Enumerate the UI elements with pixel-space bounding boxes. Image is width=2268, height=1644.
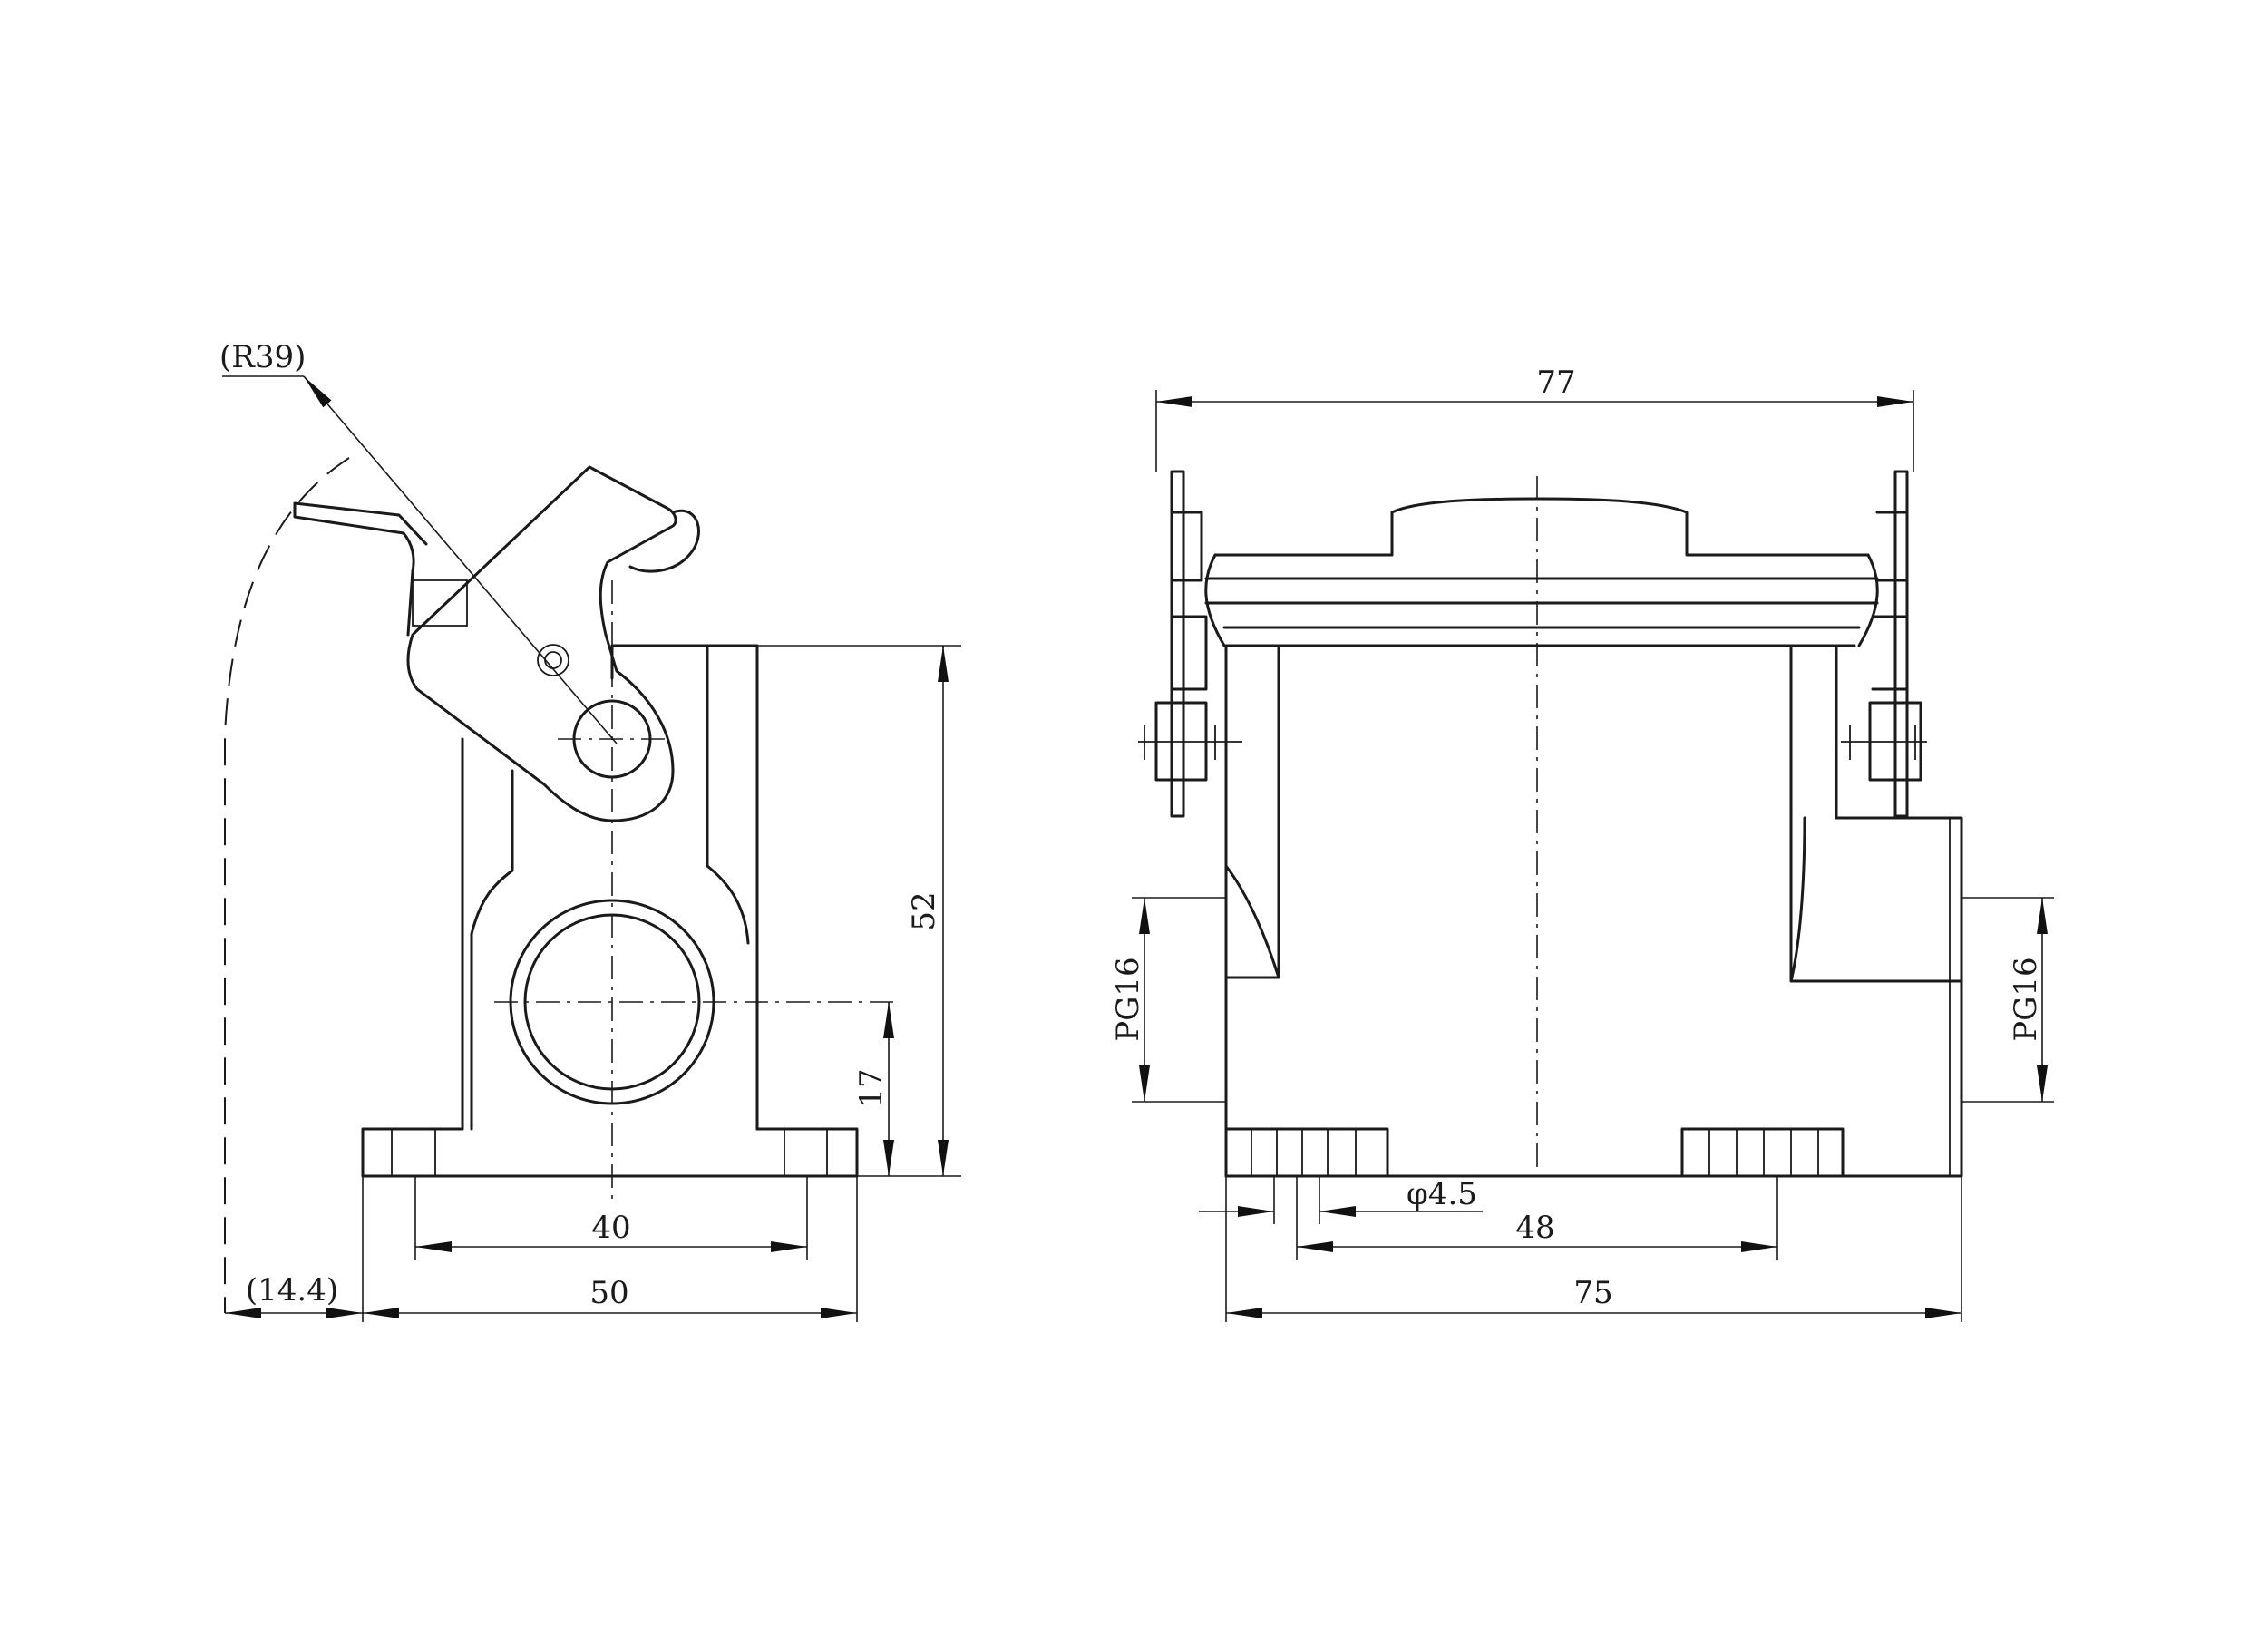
side-housing-inner xyxy=(470,644,750,1131)
dim-pg16-right-label: PG16 xyxy=(2008,957,2044,1041)
dim-52-label: 52 xyxy=(906,891,942,930)
front-cover-side-right xyxy=(1857,553,1879,647)
side-housing-outline xyxy=(461,644,759,1131)
front-housing-left-boss xyxy=(1224,644,1280,979)
side-base-plate xyxy=(361,1127,859,1178)
side-view: (R39) 52 17 40 50 (14.4) xyxy=(219,339,961,1322)
lever-small-pin-inner xyxy=(544,651,562,669)
right-lever-clip xyxy=(1868,470,1922,818)
locking-lever xyxy=(406,465,677,822)
front-housing-right-boss xyxy=(1789,644,1963,983)
lever-handle-grip xyxy=(412,579,468,627)
front-base-lug-left-lines xyxy=(1251,1129,1357,1176)
dim-40-label: 40 xyxy=(591,1210,630,1246)
dim-48-label: 48 xyxy=(1515,1210,1554,1246)
dim-75-label: 75 xyxy=(1573,1275,1612,1311)
front-base-lug-left xyxy=(1224,1127,1389,1178)
front-base-lug-right-lines xyxy=(1708,1129,1819,1176)
side-base-slots xyxy=(391,1129,828,1176)
front-housing-outline xyxy=(1224,644,1963,1178)
front-cover-bands xyxy=(1204,577,1879,647)
dim-50-label: 50 xyxy=(589,1275,628,1311)
left-lever-clip xyxy=(1154,470,1208,818)
right-lever-pin xyxy=(1841,725,1927,760)
lever-small-pin xyxy=(537,644,569,676)
front-view: 77 PG16 PG16 φ4.5 48 75 xyxy=(1110,365,2054,1322)
dim-77-label: 77 xyxy=(1536,365,1575,401)
dim-hole-label: φ4.5 xyxy=(1407,1176,1477,1212)
radius-leader-diagonal xyxy=(303,375,618,744)
dim-17-label: 17 xyxy=(853,1068,890,1107)
front-base-lug-right xyxy=(1680,1127,1845,1178)
front-cover-side-left xyxy=(1204,553,1226,647)
radius-label: (R39) xyxy=(219,339,306,375)
lever-swing-arc xyxy=(224,457,350,1313)
front-cover-top xyxy=(1213,497,1870,557)
dim-14-4-label: (14.4) xyxy=(246,1272,338,1308)
lever-handle xyxy=(293,501,428,637)
dim-pg16-left-label: PG16 xyxy=(1110,957,1146,1041)
lever-hook xyxy=(628,509,700,573)
